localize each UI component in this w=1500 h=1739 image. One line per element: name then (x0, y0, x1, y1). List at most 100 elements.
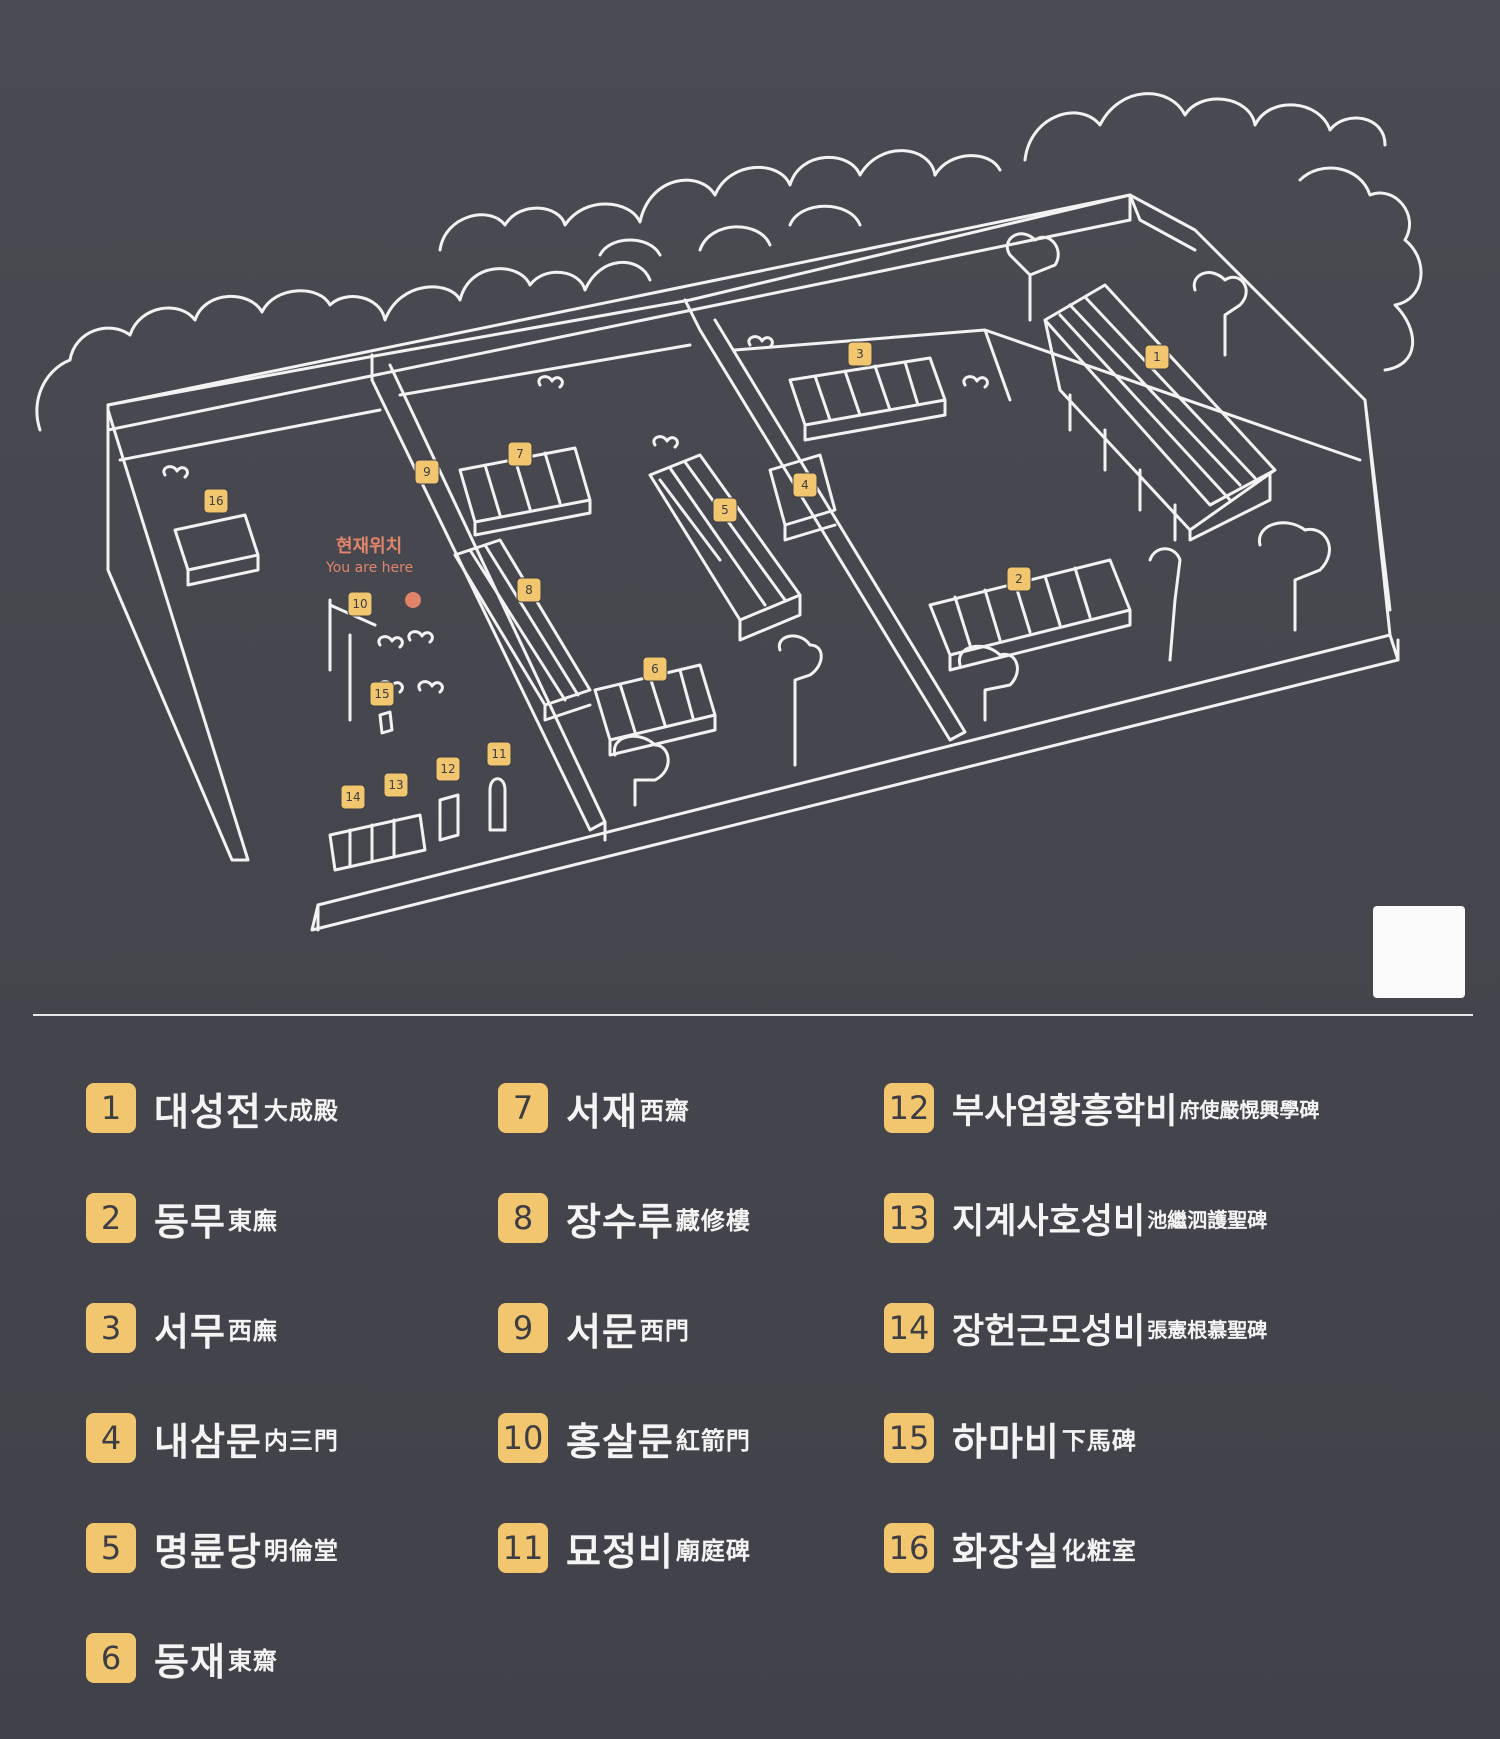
legend-name-ko: 홍살문 (566, 1419, 674, 1464)
legend-name-hanja: 内三門 (263, 1426, 339, 1455)
tree-small-3 (1258, 521, 1331, 632)
legend-name-ko: 장헌근모성비 (952, 1311, 1146, 1352)
svg-text:10: 10 (352, 597, 367, 611)
legend-item-7: 7 서재 西齋 (498, 1080, 690, 1136)
legend-name-ko: 서재 (566, 1089, 638, 1134)
building-5 (648, 453, 802, 642)
outer-wall (106, 193, 1400, 932)
wall-middle (683, 298, 967, 742)
legend-item-11: 11 묘정비 廟庭碑 (498, 1520, 751, 1576)
legend-badge: 6 (86, 1633, 136, 1683)
svg-text:15: 15 (374, 687, 389, 701)
legend-item-3: 3 서무 西廡 (86, 1300, 278, 1356)
legend-badge: 3 (86, 1303, 136, 1353)
legend-name-ko: 서무 (154, 1309, 226, 1354)
tree-small-2 (1192, 271, 1248, 357)
courtyard-west (118, 343, 692, 462)
svg-text:16: 16 (208, 494, 223, 508)
legend-name-hanja: 下馬碑 (1061, 1426, 1137, 1455)
outer-wall-top (106, 193, 1197, 407)
legend-badge: 2 (86, 1193, 136, 1243)
trees-left (35, 260, 652, 432)
legend-item-6: 6 동재 東齋 (86, 1630, 278, 1686)
legend-badge: 1 (86, 1083, 136, 1133)
legend-item-13: 13 지계사호성비 池繼泗護聖碑 (884, 1190, 1267, 1246)
wall-west (370, 353, 607, 832)
legend-name-ko: 부사엄황흥학비 (952, 1091, 1178, 1132)
legend-name-ko: 동재 (154, 1639, 226, 1684)
current-location-label-en: You are here (326, 560, 414, 576)
legend-badge: 10 (498, 1413, 548, 1463)
legend-name-hanja: 池繼泗護聖碑 (1147, 1207, 1268, 1232)
legend-badge: 12 (884, 1083, 934, 1133)
svg-text:5: 5 (721, 503, 729, 517)
gate-10 (328, 598, 377, 722)
legend-badge: 13 (884, 1193, 934, 1243)
legend-name-hanja: 府使嚴愰興學碑 (1179, 1097, 1320, 1122)
tree-small-6 (777, 634, 823, 767)
legend-badge: 14 (884, 1303, 934, 1353)
legend-name-hanja: 西齋 (639, 1096, 690, 1125)
legend-name-hanja: 紅箭門 (675, 1426, 751, 1455)
legend-badge: 16 (884, 1523, 934, 1573)
legend-item-2: 2 동무 東廡 (86, 1190, 278, 1246)
tree-small-5 (1148, 547, 1182, 662)
building-4 (768, 453, 837, 542)
legend-name-hanja: 藏修樓 (675, 1206, 751, 1235)
svg-text:1: 1 (1153, 350, 1161, 364)
stele-15 (378, 710, 394, 735)
legend-name-ko: 내삼문 (154, 1419, 262, 1464)
stele-13-14-fence (328, 813, 427, 872)
stele-11 (488, 777, 507, 832)
svg-text:9: 9 (423, 465, 431, 479)
legend-item-16: 16 화장실 化粧室 (884, 1520, 1137, 1576)
svg-text:2: 2 (1015, 572, 1023, 586)
legend-name-ko: 대성전 (154, 1089, 262, 1134)
building-1 (1043, 283, 1277, 542)
legend-item-15: 15 하마비 下馬碑 (884, 1410, 1137, 1466)
legend-badge: 5 (86, 1523, 136, 1573)
legend-name-ko: 동무 (154, 1199, 226, 1244)
svg-text:3: 3 (856, 347, 864, 361)
legend-name-hanja: 張憲根慕聖碑 (1147, 1317, 1268, 1342)
building-16 (173, 513, 260, 587)
svg-text:13: 13 (388, 778, 403, 792)
legend-badge: 8 (498, 1193, 548, 1243)
legend-item-10: 10 홍살문 紅箭門 (498, 1410, 751, 1466)
legend-name-hanja: 東廡 (227, 1206, 278, 1235)
svg-text:4: 4 (801, 478, 809, 492)
legend-name-hanja: 廟庭碑 (675, 1536, 751, 1565)
svg-text:7: 7 (516, 447, 524, 461)
wall-front (316, 820, 607, 932)
legend-item-5: 5 명륜당 明倫堂 (86, 1520, 339, 1576)
legend-name-hanja: 西廡 (227, 1316, 278, 1345)
courtyard-east (733, 328, 1362, 462)
tree-small-1 (1005, 232, 1060, 322)
legend-name-ko: 서문 (566, 1309, 638, 1354)
legend-badge: 7 (498, 1083, 548, 1133)
tree-small-4 (958, 644, 1019, 722)
section-divider (33, 1014, 1473, 1016)
site-map: 1 2 3 4 5 6 7 8 9 10 11 12 13 14 15 16 (35, 92, 1423, 932)
legend-item-4: 4 내삼문 内三門 (86, 1410, 339, 1466)
legend-name-hanja: 西門 (639, 1316, 690, 1345)
legend-item-1: 1 대성전 大成殿 (86, 1080, 339, 1136)
legend-name-hanja: 化粧室 (1061, 1536, 1137, 1565)
white-panel (1373, 906, 1465, 998)
building-7 (458, 446, 592, 537)
legend-name-hanja: 大成殿 (263, 1096, 339, 1125)
legend-badge: 9 (498, 1303, 548, 1353)
building-8 (453, 538, 592, 722)
legend-item-12: 12 부사엄황흥학비 府使嚴愰興學碑 (884, 1080, 1319, 1136)
tree-small-7 (613, 734, 670, 807)
current-location-dot (405, 592, 421, 608)
legend-name-ko: 하마비 (952, 1419, 1060, 1464)
svg-text:8: 8 (525, 583, 533, 597)
legend-name-hanja: 東齋 (227, 1646, 278, 1675)
legend-item-14: 14 장헌근모성비 張憲根慕聖碑 (884, 1300, 1267, 1356)
legend-badge: 15 (884, 1413, 934, 1463)
svg-text:12: 12 (440, 762, 455, 776)
legend-badge: 4 (86, 1413, 136, 1463)
legend-name-ko: 화장실 (952, 1529, 1060, 1574)
legend: 1 대성전 大成殿 2 동무 東廡 3 서무 西廡 4 내삼문 内三門 5 명륜… (0, 1060, 1500, 1700)
